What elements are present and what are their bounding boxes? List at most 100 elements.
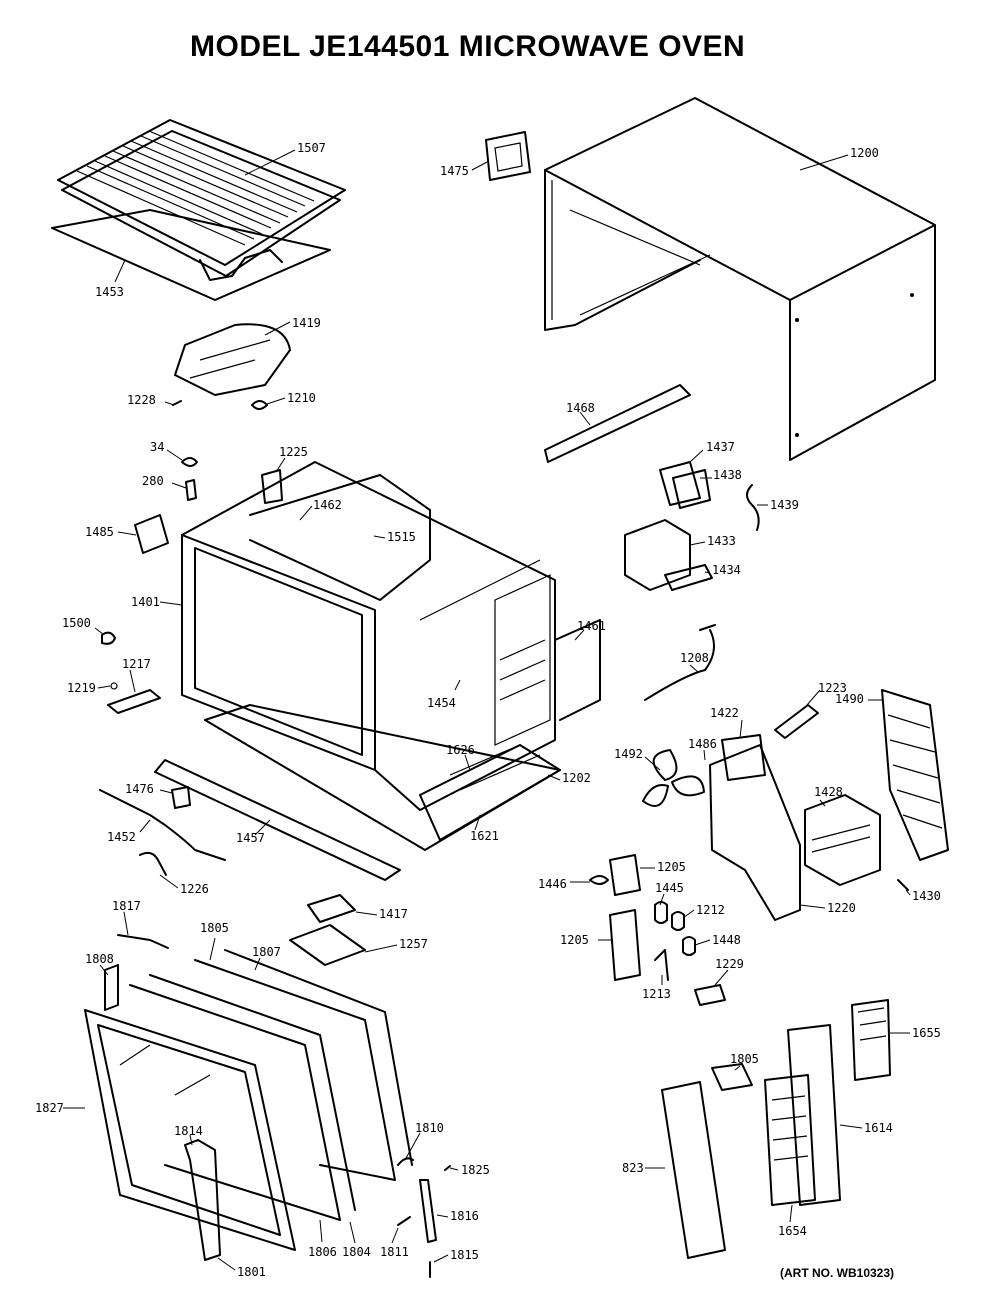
switch-bracket-bottom [609, 909, 641, 981]
spring-1825 [444, 1165, 451, 1171]
screw-1219 [110, 682, 118, 690]
label-1439: 1439 [770, 498, 799, 512]
capacitor [624, 519, 713, 591]
door-assembly [84, 949, 413, 1251]
label-1446: 1446 [538, 877, 567, 891]
spring-1811 [397, 1216, 411, 1226]
diagram-title: MODEL JE144501 MICROWAVE OVEN [190, 30, 746, 63]
label-1827: 1827 [35, 1101, 64, 1115]
hinge-1817 [117, 934, 169, 949]
lever-1213 [654, 949, 669, 981]
latch-bar [419, 1179, 437, 1243]
label-1434: 1434 [712, 563, 741, 577]
label-1655: 1655 [912, 1026, 941, 1040]
power-cord [644, 624, 716, 701]
label-1457: 1457 [236, 831, 265, 845]
control-housing [787, 1024, 841, 1206]
label-1462: 1462 [313, 498, 342, 512]
hinge-1226 [139, 851, 167, 876]
label-1811: 1811 [380, 1245, 409, 1259]
label-1654: 1654 [778, 1224, 807, 1238]
door-choke [184, 1139, 221, 1261]
label-1229: 1229 [715, 957, 744, 971]
foot-part [171, 786, 191, 809]
label-34: 34 [150, 440, 164, 454]
label-1212: 1212 [696, 903, 725, 917]
sensor-wire [99, 789, 226, 861]
label-1810: 1810 [415, 1121, 444, 1135]
label-1816: 1816 [450, 1209, 479, 1223]
label-1202: 1202 [562, 771, 591, 785]
label-plate [711, 1063, 753, 1091]
label-1208: 1208 [680, 651, 709, 665]
label-1257: 1257 [399, 937, 428, 951]
magnetron [804, 794, 881, 886]
label-1428: 1428 [814, 785, 843, 799]
label-1492: 1492 [614, 747, 643, 761]
tray-plate [51, 209, 331, 301]
fan-blade [642, 749, 705, 807]
label-1515: 1515 [387, 530, 416, 544]
light-frame [289, 924, 366, 966]
label-1814: 1814 [174, 1124, 203, 1138]
small-part-34 [181, 457, 198, 467]
bottom-plate [204, 704, 561, 851]
label-1486: 1486 [688, 737, 717, 751]
label-1461: 1461 [577, 619, 606, 633]
waveguide [709, 744, 801, 921]
label-1225: 1225 [279, 445, 308, 459]
label-1806: 1806 [308, 1245, 337, 1259]
label-1825: 1825 [461, 1163, 490, 1177]
control-frame [661, 1081, 726, 1259]
label-1433: 1433 [707, 534, 736, 548]
label-1422: 1422 [710, 706, 739, 720]
cam-part [589, 875, 609, 885]
label-1437: 1437 [706, 440, 735, 454]
label-1626: 1626 [446, 743, 475, 757]
vent-grille [881, 689, 949, 861]
label-1228: 1228 [127, 393, 156, 407]
interlock-switches [659, 461, 711, 509]
label-1805-plate: 1805 [730, 1052, 759, 1066]
window-film [134, 514, 169, 554]
label-1213: 1213 [642, 987, 671, 1001]
grease-filter [485, 131, 531, 181]
switch-wire [746, 484, 760, 531]
label-1200: 1200 [850, 146, 879, 160]
label-1226: 1226 [180, 882, 209, 896]
label-1817: 1817 [112, 899, 141, 913]
actuator-1448 [682, 936, 696, 956]
base-plate [419, 744, 561, 841]
switch-bracket-top [609, 854, 641, 896]
leader-lines [63, 149, 911, 1271]
label-1417: 1417 [379, 907, 408, 921]
label-1804: 1804 [342, 1245, 371, 1259]
fan-motor [721, 734, 766, 781]
label-1210: 1210 [287, 391, 316, 405]
actuator-1445 [654, 901, 668, 924]
label-1438: 1438 [713, 468, 742, 482]
label-1500: 1500 [62, 616, 91, 630]
label-1217: 1217 [122, 657, 151, 671]
stirrer-cover [174, 323, 291, 396]
control-board [851, 999, 891, 1081]
label-1475: 1475 [440, 164, 469, 178]
label-1205-bottom: 1205 [560, 933, 589, 947]
label-1490: 1490 [835, 692, 864, 706]
spacer-1212 [671, 911, 685, 931]
latch-part [101, 631, 116, 645]
label-1445: 1445 [655, 881, 684, 895]
label-1805: 1805 [200, 921, 229, 935]
label-1419: 1419 [292, 316, 321, 330]
label-1448: 1448 [712, 933, 741, 947]
label-1807: 1807 [252, 945, 281, 959]
label-1205-top: 1205 [657, 860, 686, 874]
bushing-part [251, 400, 268, 410]
label-1454: 1454 [427, 696, 456, 710]
thermal-cutout [774, 704, 819, 739]
touch-panel [764, 1074, 816, 1206]
label-1223: 1223 [818, 681, 847, 695]
choke-strip [154, 759, 401, 881]
